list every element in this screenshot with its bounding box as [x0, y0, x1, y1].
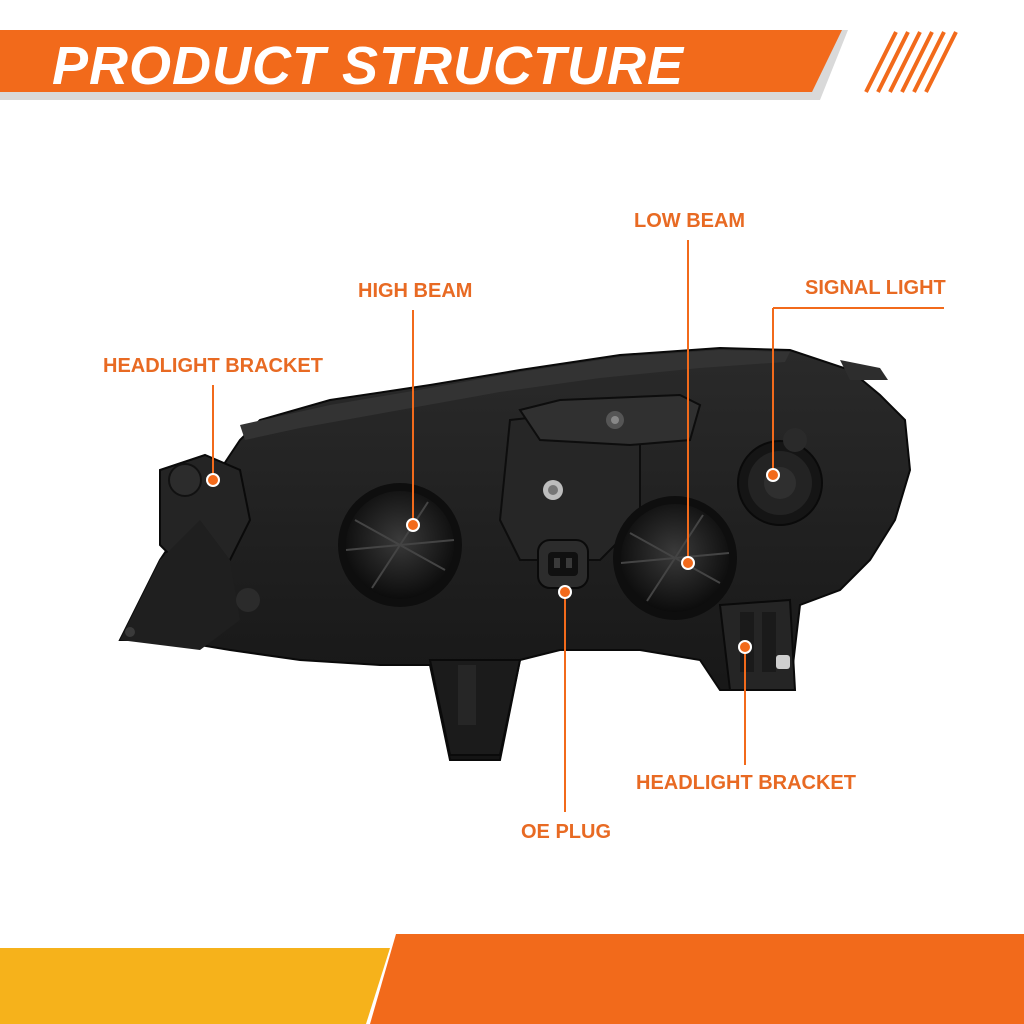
- oe-plug-connector: [537, 539, 589, 589]
- headlight-housing: [118, 346, 912, 761]
- housing-rim: [240, 350, 790, 440]
- banner-stripes: [864, 31, 958, 93]
- label-signal-light: SIGNAL LIGHT: [805, 277, 946, 299]
- dot-high-beam: [406, 518, 420, 532]
- label-low-beam: LOW BEAM: [634, 210, 746, 232]
- dot-low-beam: [681, 556, 695, 570]
- footer-bar: [0, 934, 1024, 1024]
- callout-lines: [212, 240, 944, 812]
- label-high-beam: HIGH BEAM: [358, 280, 473, 302]
- right-bracket-shape: [718, 598, 797, 691]
- label-headlight-bracket-right: HEADLIGHT BRACKET: [636, 772, 856, 794]
- dot-signal-light: [766, 468, 780, 482]
- label-headlight-bracket-left: HEADLIGHT BRACKET: [103, 355, 323, 377]
- page-title: PRODUCT STRUCTURE: [52, 36, 684, 96]
- dot-oe-plug: [558, 585, 572, 599]
- dot-headlight-bracket-left: [206, 473, 220, 487]
- dot-headlight-bracket-right: [738, 640, 752, 654]
- label-oe-plug: OE PLUG: [521, 821, 612, 843]
- low-beam-cap: [613, 496, 737, 620]
- high-beam-cap: [338, 483, 462, 607]
- callout-dots: [206, 468, 780, 654]
- title-banner: [0, 30, 958, 100]
